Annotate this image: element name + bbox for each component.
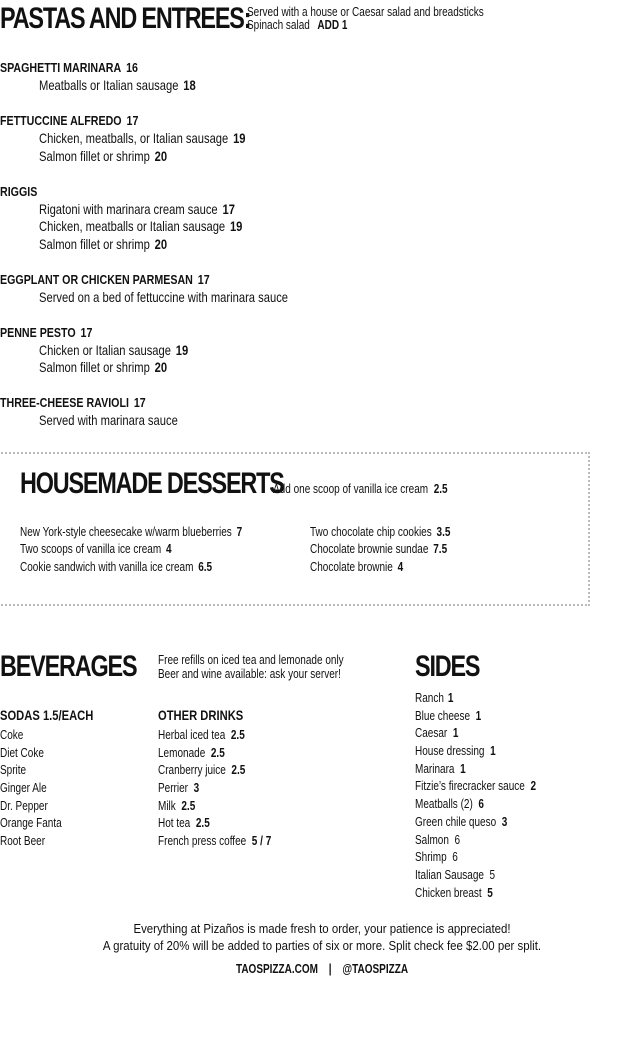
pastas-note-add: ADD 1 [317, 18, 348, 32]
list-item: Ginger Ale [0, 781, 47, 796]
pasta-item-name: RIGGIS [0, 184, 38, 199]
list-item: Orange Fanta [0, 816, 62, 831]
dessert-item: New York-style cheesecake w/warm blueber… [20, 525, 243, 539]
social-handle-link[interactable]: @TAOSPIZZA [342, 962, 409, 976]
list-item: Sprite [0, 763, 27, 778]
list-item: Dr. Pepper [0, 798, 48, 813]
pastas-title: PASTAS AND ENTREES: [0, 2, 252, 35]
sodas-list: Coke Diet Coke Sprite Ginger Ale Dr. Pep… [0, 727, 77, 851]
footer-gratuity-note: A gratuity of 20% will be added to parti… [102, 938, 542, 953]
beverages-title: BEVERAGES [0, 650, 138, 683]
list-item: Diet Coke [0, 745, 44, 760]
sodas-heading: SODAS 1.5/EACH [0, 707, 94, 723]
sides-title: SIDES [415, 650, 481, 683]
beverages-note-line1: Free refills on iced tea and lemonade on… [158, 653, 344, 667]
pasta-sub-item: Served on a bed of fettuccine with marin… [39, 289, 289, 305]
website-link[interactable]: TAOSPIZZA.COM [235, 962, 318, 976]
other-drinks-heading: OTHER DRINKS [158, 707, 244, 723]
pastas-note-spinach: Spinach salad [247, 18, 310, 32]
pastas-note-line1: Served with a house or Caesar salad and … [247, 5, 484, 19]
footer-separator: | [328, 962, 332, 976]
desserts-title: HOUSEMADE DESSERTS [20, 467, 285, 500]
list-item: Coke [0, 728, 24, 742]
list-item: Root Beer [0, 834, 46, 849]
footer-freshness-note: Everything at Pizaños is made fresh to o… [133, 921, 511, 936]
beverages-note-line2: Beer and wine available: ask your server… [158, 667, 341, 681]
pastas-note-line2: Spinach salad ADD 1 [247, 18, 347, 32]
desserts-box [0, 452, 590, 606]
list-item: Meatballs (2)6 [415, 797, 484, 812]
pasta-sub-item: Served with marinara sauce [39, 412, 178, 428]
footer-links: TAOSPIZZA.COM | @TAOSPIZZA [64, 962, 579, 976]
